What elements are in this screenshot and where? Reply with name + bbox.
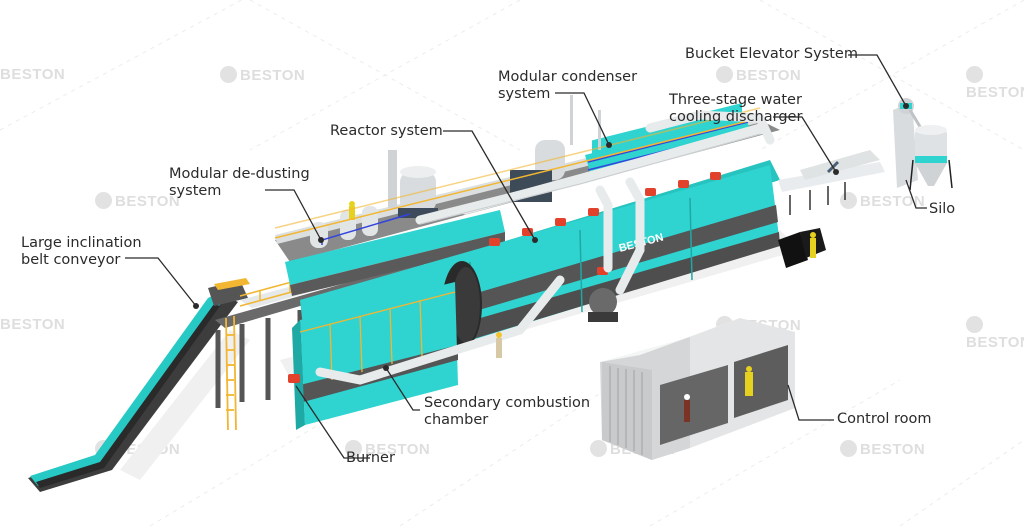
brand-logo-icon — [966, 316, 983, 333]
brand-logo-icon — [966, 66, 983, 83]
watermark: BESTON — [840, 440, 925, 458]
watermark: BESTON — [0, 316, 66, 333]
brand-logo-icon — [716, 66, 733, 83]
pallets-graphic — [778, 228, 826, 268]
brand-logo-icon — [345, 440, 362, 457]
leader-lines — [125, 54, 927, 459]
brand-logo-icon — [590, 440, 607, 457]
silo-graphic — [909, 125, 953, 191]
watermark: BESTON — [0, 66, 66, 83]
reactor-graphic: BESTON — [288, 110, 780, 430]
label-control-room: Control room — [837, 411, 932, 427]
control-room-graphic — [600, 318, 795, 460]
label-reactor-system: Reactor system — [330, 123, 443, 139]
belt-conveyor-graphic — [28, 278, 250, 492]
label-silo: Silo — [929, 201, 956, 217]
brand-logo-icon — [95, 192, 112, 209]
watermark: BESTON — [966, 66, 1024, 101]
brand-logo-icon — [840, 440, 857, 457]
label-burner: Burner — [346, 450, 395, 466]
label-bucket-elevator-system: Bucket Elevator System — [685, 46, 858, 62]
watermark: BESTON — [966, 316, 1024, 351]
discharger-graphic — [778, 150, 885, 215]
watermark: BESTON — [716, 66, 801, 84]
brand-logo-icon — [220, 66, 237, 83]
watermark: BESTON — [220, 66, 305, 84]
watermark: BESTON — [95, 192, 180, 210]
watermark: BESTON — [345, 440, 430, 458]
